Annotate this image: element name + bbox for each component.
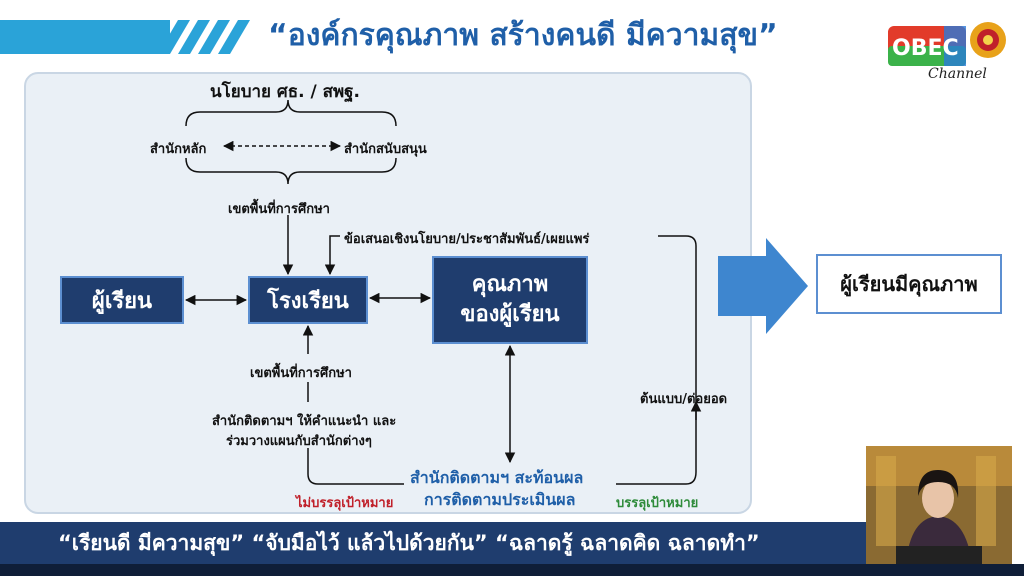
policy-label: นโยบาย ศธ. / สพฐ. xyxy=(210,82,361,102)
monitor-advice-line2: ร่วมวางแผนกับสำนักต่างๆ xyxy=(226,434,372,449)
footer-bar xyxy=(0,522,878,564)
reflect-line2: การติดตามประเมินผล xyxy=(424,490,576,509)
feedback-label: ข้อเสนอเชิงนโยบาย/ประชาสัมพันธ์/เผยแพร่ xyxy=(344,232,590,247)
presenter-video xyxy=(866,446,1012,564)
area-bottom-label: เขตพื้นที่การศึกษา xyxy=(250,366,352,381)
logo-subtext: Channel xyxy=(928,66,987,82)
footer-slogan: “เรียนดี มีความสุข” “จับมือไว้ แล้วไปด้ว… xyxy=(58,531,760,555)
main-office-label: สำนักหลัก xyxy=(150,142,207,157)
logo-text: OBEC xyxy=(892,36,959,61)
header-stripe-bar xyxy=(0,20,250,54)
model-label: ต้นแบบ/ต่อยอด xyxy=(640,392,728,407)
met-label: บรรลุเป้าหมาย xyxy=(616,496,699,511)
obec-channel-logo: OBEC Channel xyxy=(884,12,1012,82)
quality-box: คุณภาพ ของผู้เรียน xyxy=(432,256,588,344)
support-office-label: สำนักสนับสนุน xyxy=(344,142,427,157)
not-met-label: ไม่บรรลุเป้าหมาย xyxy=(296,496,394,511)
outcome-box: ผู้เรียนมีคุณภาพ xyxy=(816,254,1002,314)
bottom-strip xyxy=(0,564,1024,576)
school-box: โรงเรียน xyxy=(248,276,368,324)
page-title: “องค์กรคุณภาพ สร้างคนดี มีความสุข” xyxy=(268,18,778,53)
learner-box: ผู้เรียน xyxy=(60,276,184,324)
area-top-label: เขตพื้นที่การศึกษา xyxy=(228,202,330,217)
reflect-line1: สำนักติดตามฯ สะท้อนผล xyxy=(410,468,584,487)
monitor-advice-line1: สำนักติดตามฯ ให้คำแนะนำ และ xyxy=(212,414,397,429)
